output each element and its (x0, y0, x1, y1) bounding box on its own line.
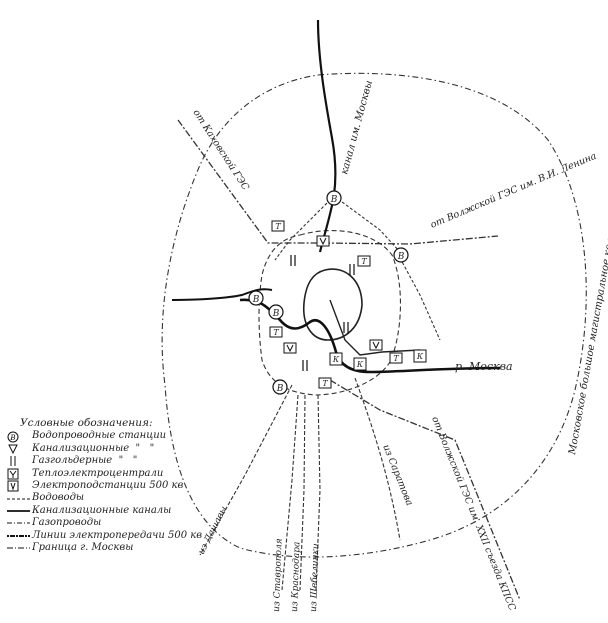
gas-line-label: из Саратова (380, 443, 415, 508)
gasholder-icon (302, 360, 308, 371)
water-main-line-icon (6, 493, 32, 505)
heat-plant-icon: Т (318, 377, 332, 389)
power-line-volga-xxii (329, 379, 521, 601)
legend-label: Газопроводы (32, 517, 102, 529)
svg-text:Т: Т (361, 257, 367, 266)
water-main-east (399, 257, 441, 341)
gasholder-icon (6, 455, 32, 467)
heat-plant-icon: Т (271, 220, 285, 232)
legend-row-heat-plant: Теплоэлектроцентрали (6, 468, 236, 480)
svg-text:В: В (330, 195, 338, 205)
svg-text:В: В (397, 252, 405, 262)
sewage-station-icon: К (353, 357, 367, 371)
legend-label: Теплоэлектроцентрали (32, 467, 164, 479)
legend-title: Условные обозначения: (20, 417, 153, 429)
waterway-west (171, 288, 273, 301)
gas-line-label: из Краснодара (290, 542, 302, 613)
svg-text:Т: Т (275, 222, 281, 231)
city-boundary (258, 230, 402, 396)
gas-pipeline-line-icon (6, 517, 32, 529)
legend-label: Водоводы (32, 492, 85, 504)
legend-label: Канализационные " " (32, 442, 155, 454)
city-boundary-line-icon (6, 542, 32, 554)
svg-text:В: В (276, 384, 284, 394)
substation-icon (283, 342, 297, 354)
legend-row-gasholder: Газгольдерные " " (6, 455, 236, 467)
svg-text:В: В (272, 309, 280, 319)
river (239, 298, 501, 374)
svg-text:Т: Т (322, 379, 328, 388)
svg-text:К: К (332, 355, 340, 364)
svg-text:В: В (252, 295, 260, 305)
substation-icon (6, 480, 32, 492)
legend-row-gas-pipeline: Газопроводы (6, 517, 236, 529)
gasholder-icon (343, 322, 349, 333)
sewage-station-icon (6, 443, 32, 455)
water-station-icon: В (393, 247, 409, 263)
canal (316, 19, 337, 253)
heat-plant-icon (6, 468, 32, 480)
legend-label: Газгольдерные " " (32, 455, 138, 467)
legend: Условные обозначения: В Водопроводные ст… (6, 417, 236, 554)
legend-label: Водопроводные станции (32, 430, 167, 442)
gas-line-label: из Ставрополя (272, 538, 285, 612)
power-line-volga-lenin (322, 235, 499, 245)
legend-label: Линии электропередачи 500 кв (32, 529, 203, 541)
svg-text:Т: Т (393, 354, 399, 363)
svg-text:К: К (356, 360, 364, 369)
legend-row-water-main: Водоводы (6, 492, 236, 504)
svg-text:Т: Т (273, 328, 279, 337)
sewage-station-icon: К (329, 352, 343, 366)
water-station-icon: В (248, 290, 264, 306)
legend-row-substation: Электроподстанции 500 кв (6, 480, 236, 492)
substation-icon (316, 235, 330, 247)
legend-row-sewer-canal: Канализационные каналы (6, 505, 236, 517)
sewer-canal-main (329, 299, 421, 356)
great-ring-main (161, 72, 587, 558)
inner-ring (303, 268, 363, 341)
gas-line-shebelinka (315, 394, 321, 591)
heat-plant-icon: Т (389, 352, 403, 364)
heat-plant-icon: Т (357, 255, 371, 267)
legend-row-water-station: В Водопроводные станции (6, 430, 236, 443)
river-label: р. Москва (455, 360, 513, 373)
water-station-icon: В (6, 431, 32, 443)
ring-label: Московское большое магистральное кольцо (567, 219, 608, 457)
legend-row-power-line: Линии электропередачи 500 кв (6, 530, 236, 542)
legend-row-city-boundary: Граница г. Москвы (6, 542, 236, 554)
sewage-station-icon: К (413, 349, 427, 363)
gasholder-icon (290, 255, 296, 266)
water-main-north (274, 195, 401, 261)
power-line-label: от Волжской ГЭС им. XXII съезда КПСС (429, 415, 518, 613)
canal-label: канал им. Москвы (339, 79, 375, 175)
sewer-canal-line-icon (6, 505, 32, 517)
legend-label: Граница г. Москвы (32, 541, 134, 553)
svg-text:К: К (416, 352, 424, 361)
power-line-kakhovka (177, 119, 323, 244)
gas-line-label: из Шебелинки (308, 543, 321, 612)
power-line-label: от Волжской ГЭС им. В.И. Ленина (429, 150, 599, 230)
legend-row-sewage-station: Канализационные " " (6, 443, 236, 455)
legend-label: Канализационные каналы (32, 504, 172, 516)
power-line-label: от Каховской ГЭС (190, 108, 251, 193)
gas-line-saratov (354, 377, 401, 541)
water-station-icon: В (272, 379, 288, 395)
power-line-icon (6, 530, 32, 542)
substation-icon (369, 339, 383, 351)
water-station-icon: В (268, 304, 284, 320)
heat-plant-icon: Т (269, 326, 283, 338)
svg-text:В: В (9, 434, 15, 442)
gas-line-dashava (199, 384, 293, 556)
water-station-icon: В (326, 190, 342, 206)
legend-label: Электроподстанции 500 кв (32, 479, 184, 491)
gas-line-stavropol (281, 394, 299, 591)
gas-line-krasnodar (299, 394, 306, 591)
gasholder-icon (349, 264, 355, 275)
